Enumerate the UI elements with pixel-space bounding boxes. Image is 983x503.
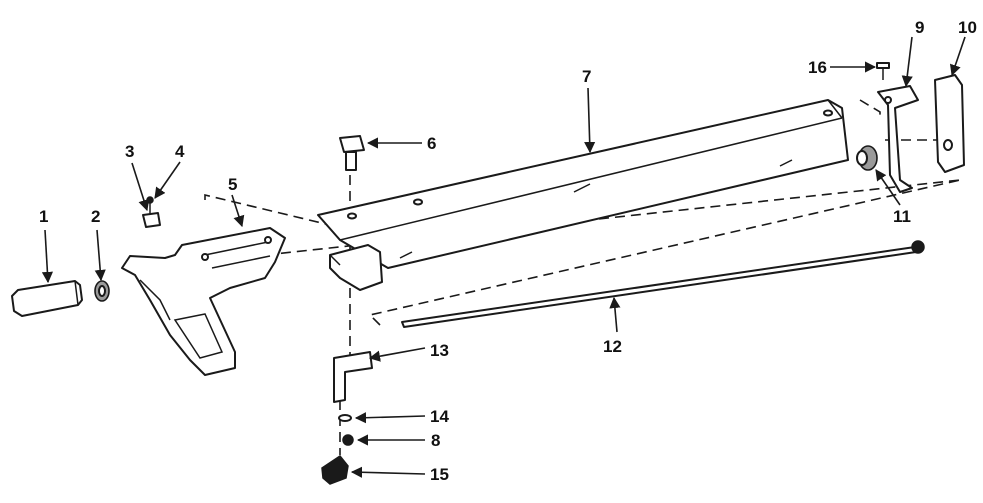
- callout-13: 13: [430, 341, 449, 360]
- callout-3: 3: [125, 142, 134, 161]
- callout-1: 1: [39, 207, 48, 226]
- part-rail-bracket: [329, 244, 383, 291]
- callout-12: 12: [603, 337, 622, 356]
- callout-4: 4: [175, 142, 185, 161]
- callout-11: 11: [893, 207, 911, 226]
- callout-leaders: [41, 36, 966, 478]
- callout-6: 6: [427, 134, 436, 153]
- part-end-bracket: [877, 85, 919, 193]
- part-roller: [856, 145, 878, 171]
- part-end-cap: [934, 74, 965, 173]
- part-clip-screw: [142, 196, 161, 228]
- part-washer: [94, 280, 110, 302]
- part-hex-bolt: [339, 135, 365, 171]
- callout-labels: 1 2 3 4 5 6 7 8 9 10 11 12 13 14 15 16: [39, 18, 977, 484]
- callout-7: 7: [582, 67, 591, 86]
- part-handle: [11, 280, 83, 317]
- callout-10: 10: [958, 18, 977, 37]
- callout-8: 8: [431, 431, 440, 450]
- callout-2: 2: [91, 207, 100, 226]
- part-rod: [401, 240, 925, 328]
- part-main-rail: [317, 99, 849, 269]
- callout-15: 15: [430, 465, 449, 484]
- part-lock-washer: [338, 414, 352, 422]
- callout-5: 5: [228, 175, 237, 194]
- callout-16: 16: [808, 58, 827, 77]
- callout-9: 9: [915, 18, 924, 37]
- part-small-screw: [876, 62, 890, 80]
- part-lock-bracket: [121, 227, 286, 376]
- callout-14: 14: [430, 407, 449, 426]
- part-bracket: [333, 351, 373, 403]
- part-knob: [321, 454, 349, 485]
- part-screw: [342, 434, 354, 446]
